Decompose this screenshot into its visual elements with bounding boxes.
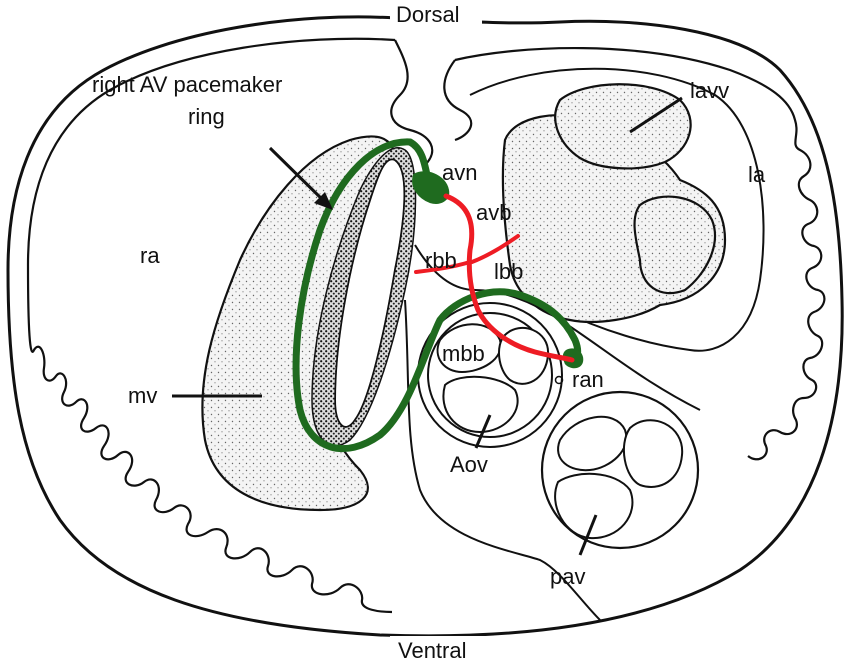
pacemaker-label-line1: right AV pacemaker — [92, 72, 282, 97]
dorsal-label: Dorsal — [396, 2, 460, 27]
ventral-label: Ventral — [398, 638, 467, 662]
rbb-label: rbb — [425, 248, 457, 273]
pointer-pacemaker — [268, 146, 330, 207]
right-bundle-branch — [414, 260, 472, 274]
outer-heart-wall — [6, 15, 844, 638]
inner-wall-left — [26, 37, 396, 614]
pulmonary-valve — [540, 390, 700, 550]
pacemaker-label-line2: ring — [188, 104, 225, 129]
inner-wall-right — [454, 46, 826, 461]
ventral-label-bg — [390, 636, 490, 662]
avn-label: avn — [442, 160, 477, 185]
pav-label: pav — [550, 564, 585, 589]
av-bundle — [443, 193, 575, 363]
lavv-label: lavv — [690, 78, 729, 103]
ra-label: ra — [140, 243, 160, 268]
dorsal-label-bg — [390, 0, 482, 28]
pointer-pacemaker-arrowhead — [314, 192, 333, 210]
pointer-lavv — [629, 96, 683, 134]
ran-label: ran — [572, 367, 604, 392]
mv-label: mv — [128, 383, 157, 408]
right-av-pacemaker-ring — [292, 138, 582, 453]
ran-dot — [554, 375, 564, 385]
avb-label: avb — [476, 200, 511, 225]
aov-label: Aov — [450, 452, 488, 477]
av-node — [412, 171, 450, 204]
aortic-valve — [417, 302, 563, 448]
atrial-septum — [390, 39, 473, 166]
la-label: la — [748, 162, 766, 187]
lbb-label: lbb — [494, 259, 523, 284]
mbb-label: mbb — [442, 341, 485, 366]
pointer-aov — [474, 414, 492, 449]
pointer-pav — [578, 514, 598, 556]
left-av-valve — [501, 83, 727, 323]
left-atrium-wall — [469, 67, 765, 352]
left-bundle-branch — [470, 234, 520, 264]
